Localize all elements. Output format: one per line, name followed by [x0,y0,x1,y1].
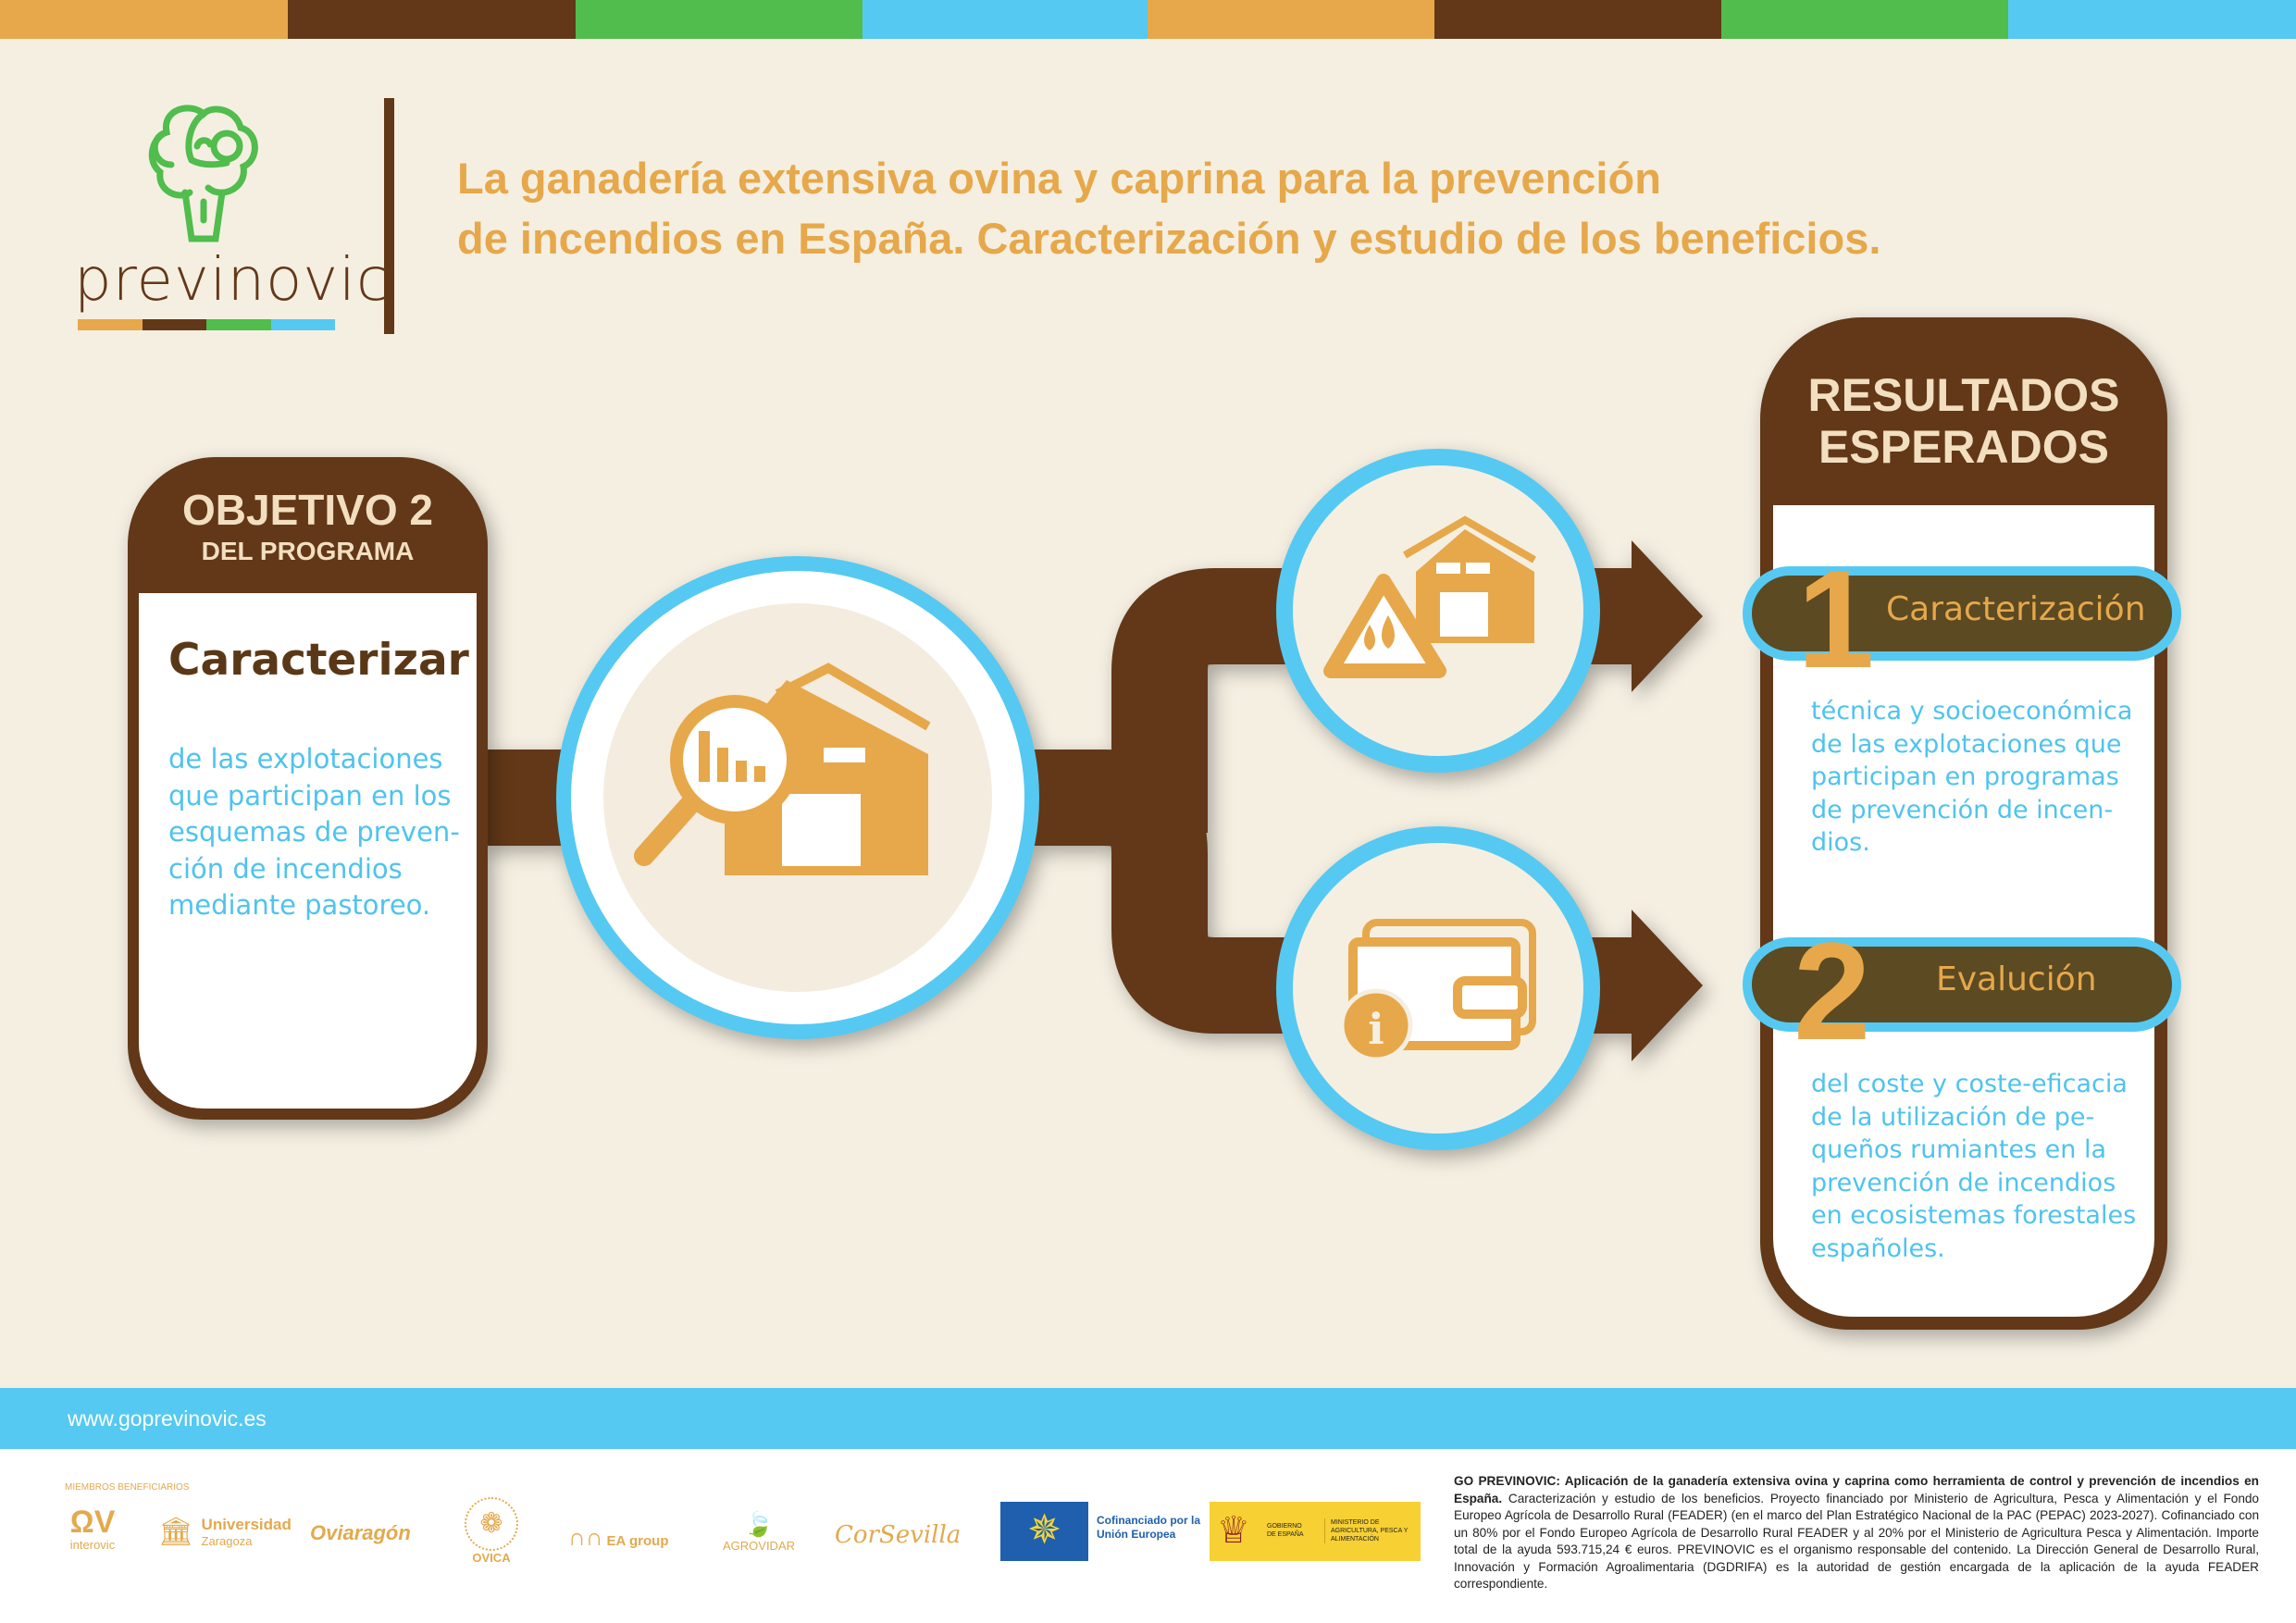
objective-card: OBJETIVO 2 DEL PROGRAMA Caracterizar de … [128,457,488,1120]
spain-coat-of-arms-icon: ♕ [1217,1510,1250,1551]
stripe-orange [0,0,288,39]
fire-hazard-farm-icon [1323,515,1536,678]
result-1-label: Caracterización [1886,590,2146,628]
eu-cofinanced-label: Cofinanciado por la Unión Europea [1097,1514,1201,1541]
connector-upper [1111,568,1638,833]
logo-interovic: ΩV interovic [69,1505,116,1552]
arrow-head-lower [1632,910,1703,1061]
logo-color-bar [78,319,335,330]
page-title-line-1: La ganadería extensiva ovina y caprina p… [457,154,1661,203]
result-2-number: 2 [1793,913,1871,1069]
objective-body: Caracterizar de las explotaciones que pa… [139,593,477,1109]
result-2-pill [1743,937,2181,1032]
wallet-info-icon: i [1339,919,1536,1062]
stripe-orange [1148,0,1435,39]
info-glyph: i [1368,1004,1384,1054]
tree-icon [148,105,258,242]
logo-ovica: ❁ OVICA [461,1497,522,1565]
results-heading-line-2: ESPERADOS [1818,421,2109,473]
evaluation-circle: i [1276,826,1600,1150]
logo-wordmark: previnovic [74,246,391,315]
disclaimer-text: Caracterización y estudio de los benefic… [1454,1491,2259,1592]
page-title-line-2: de incendios en España. Caracterización … [457,214,1881,263]
logo-agrovidar: 🍃 AGROVIDAR [722,1510,795,1553]
objective-title: Caracterizar [168,635,469,686]
gov-label: GOBIERNO DE ESPAÑA [1267,1523,1304,1538]
footer: MIEMBROS BENEFICIARIOS ΩV interovic 🏛 Un… [0,1449,2296,1623]
disclaimer-bold: GO PREVINOVIC: Aplicación de la ganaderí… [1454,1474,2259,1505]
connector-lower [925,750,1638,1034]
result-1-description: técnica y socioeconómica de las explotac… [1811,697,2133,857]
eu-flag-icon: ✵ [1000,1502,1088,1561]
result-1-number: 1 [1797,541,1875,697]
logo-oviaragon: Oviaragón [310,1521,411,1544]
flow-diagram: i [481,449,1703,1150]
spanish-government-logo: ♕ GOBIERNO DE ESPAÑA MINISTERIO DE AGRIC… [1210,1502,1421,1561]
stripe-green [576,0,863,39]
stripe-green [1721,0,2009,39]
characterization-circle [1276,449,1600,773]
result-2-label: Evalución [1936,960,2097,998]
results-heading: RESULTADOS ESPERADOS [1760,369,2167,473]
objective-subheading: DEL PROGRAMA [201,537,415,565]
footer-band: www.goprevinovic.es [0,1388,2296,1449]
stripe-blue [863,0,1150,39]
result-1-pill [1743,566,2181,661]
funding-disclaimer: GO PREVINOVIC: Aplicación de la ganaderí… [1454,1473,2259,1593]
analysis-circle [556,556,1039,1039]
ministry-label: MINISTERIO DE AGRICULTURA, PESCA Y ALIME… [1324,1518,1417,1543]
result-2-description: del coste y coste-eficacia de la utiliza… [1811,1070,2137,1263]
previnovic-logo: previnovic [65,93,389,342]
farm-analysis-icon [634,663,931,875]
stripe-brown [288,0,576,39]
members-label: MIEMBROS BENEFICIARIOS [65,1482,190,1493]
arrow-head-upper [1632,540,1703,692]
stripe-brown [1434,0,1722,39]
objective-description: de las explotaciones que participan en l… [168,743,460,921]
stripe-blue [2008,0,2296,39]
objective-heading: OBJETIVO 2 [182,486,433,534]
results-heading-line-1: RESULTADOS [1807,369,2120,421]
title-divider [384,98,394,334]
logo-corsevilla: CorSevilla [835,1521,962,1549]
logo-ea-group: ∩∩ EA group [568,1523,669,1551]
website-link[interactable]: www.goprevinovic.es [68,1406,267,1431]
